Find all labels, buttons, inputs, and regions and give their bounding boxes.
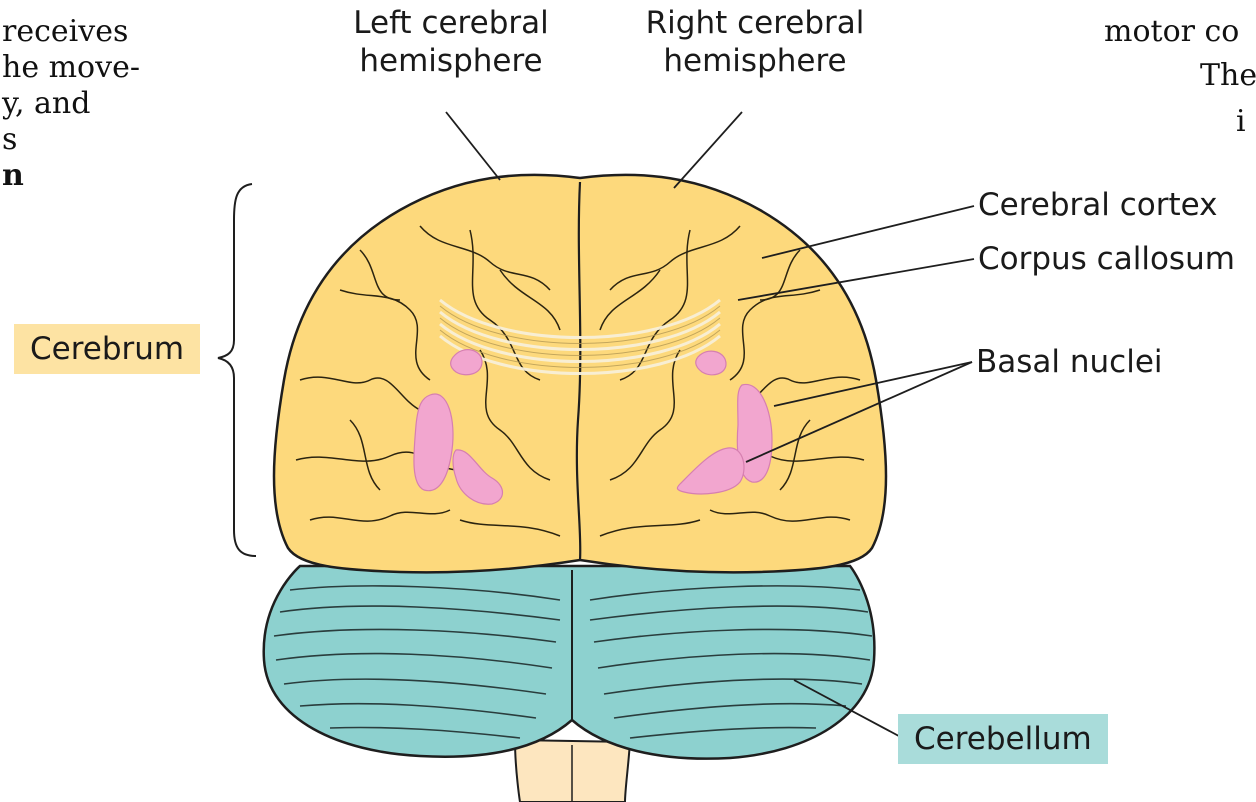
cerebral-cortex-label: Cerebral cortex [978, 186, 1218, 224]
left-hemisphere-label-line2: hemisphere [346, 42, 556, 80]
basal-nuclei-label: Basal nuclei [976, 343, 1163, 381]
cerebrum [274, 175, 886, 573]
corpus-callosum-label: Corpus callosum [978, 240, 1235, 278]
cerebellum [264, 566, 875, 759]
right-hemisphere-label-line1: Right cerebral [640, 4, 870, 42]
left-hemisphere-label: Left cerebral hemisphere [346, 4, 556, 80]
right-hemisphere-label-line2: hemisphere [640, 42, 870, 80]
cerebrum-label: Cerebrum [14, 324, 200, 374]
cerebellum-label: Cerebellum [898, 714, 1108, 764]
left-hemisphere-label-line1: Left cerebral [346, 4, 556, 42]
right-hemisphere-label: Right cerebral hemisphere [640, 4, 870, 80]
